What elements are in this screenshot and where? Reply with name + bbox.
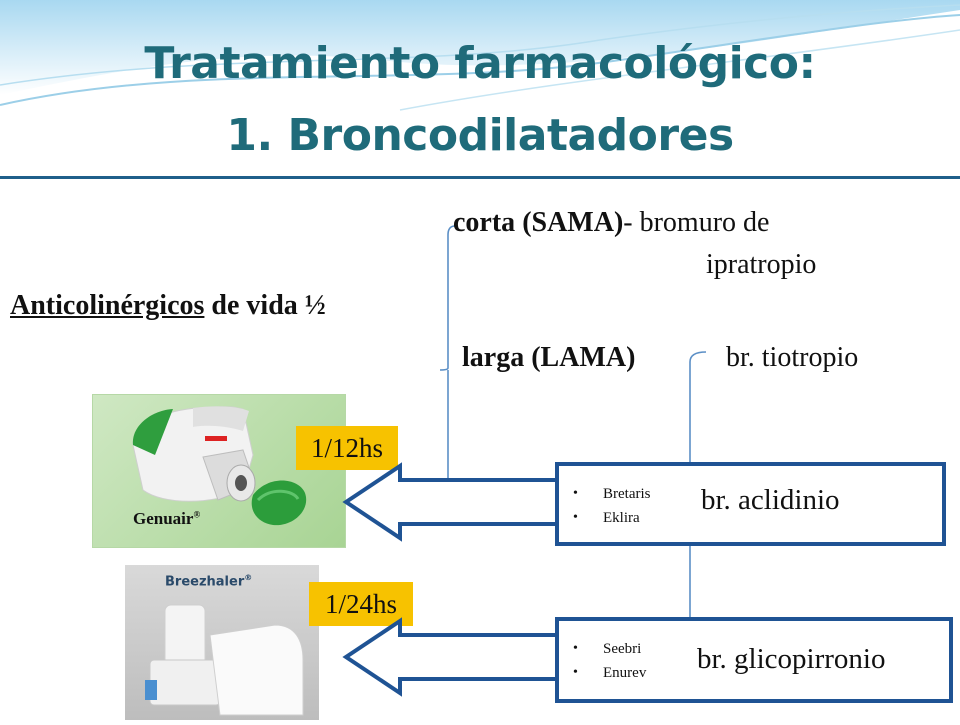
aclidinio-brand-list: •Bretaris •Eklira [573,486,651,526]
short-label: corta [453,207,516,238]
arrow-left-icon [342,617,558,697]
drug-name-aclidinio: br. aclidinio [701,484,840,516]
long-abbr: (LAMA) [531,342,636,373]
long-drug-tiotropio: br. tiotropio [726,342,859,373]
arrow-left-icon [342,462,558,542]
title-divider [0,176,960,179]
breezhaler-device-image: Breezhaler® [125,565,319,720]
glicopirronio-brand-list: •Seebri •Enurev [573,641,647,681]
header-wave-decoration [0,0,960,111]
breezhaler-label: Breezhaler® [165,573,253,590]
aclidinio-box: •Bretaris •Eklira br. aclidinio [555,462,946,546]
anticolinergicos-heading: Anticolinérgicos de vida ½ [10,290,326,322]
short-abbr: (SAMA) [522,207,624,238]
dose-badge-12hs: 1/12hs [296,426,398,470]
long-acting-line: larga (LAMA) [462,342,635,374]
genuair-label: Genuair® [133,509,201,528]
page-title-line-1: Tratamiento farmacológico: [144,38,816,89]
genuair-inhaler-icon [132,406,307,526]
drug-name-glicopirronio: br. glicopirronio [697,643,886,675]
page-title-line-2: 1. Broncodilatadores [226,110,734,161]
anticolinergicos-suffix: de vida ½ [204,290,326,321]
long-label: larga [462,342,525,373]
genuair-device-image: Genuair® [92,394,346,548]
short-drug-prefix: - bromuro de [623,207,770,238]
breezhaler-inhaler-icon [145,604,304,716]
glicopirronio-box: •Seebri •Enurev br. glicopirronio [555,617,953,703]
anticolinergicos-word: Anticolinérgicos [10,290,205,321]
dose-badge-24hs: 1/24hs [309,582,413,626]
short-drug-line-2: ipratropio [706,249,817,280]
short-acting-line: corta (SAMA)- bromuro de [453,207,769,239]
